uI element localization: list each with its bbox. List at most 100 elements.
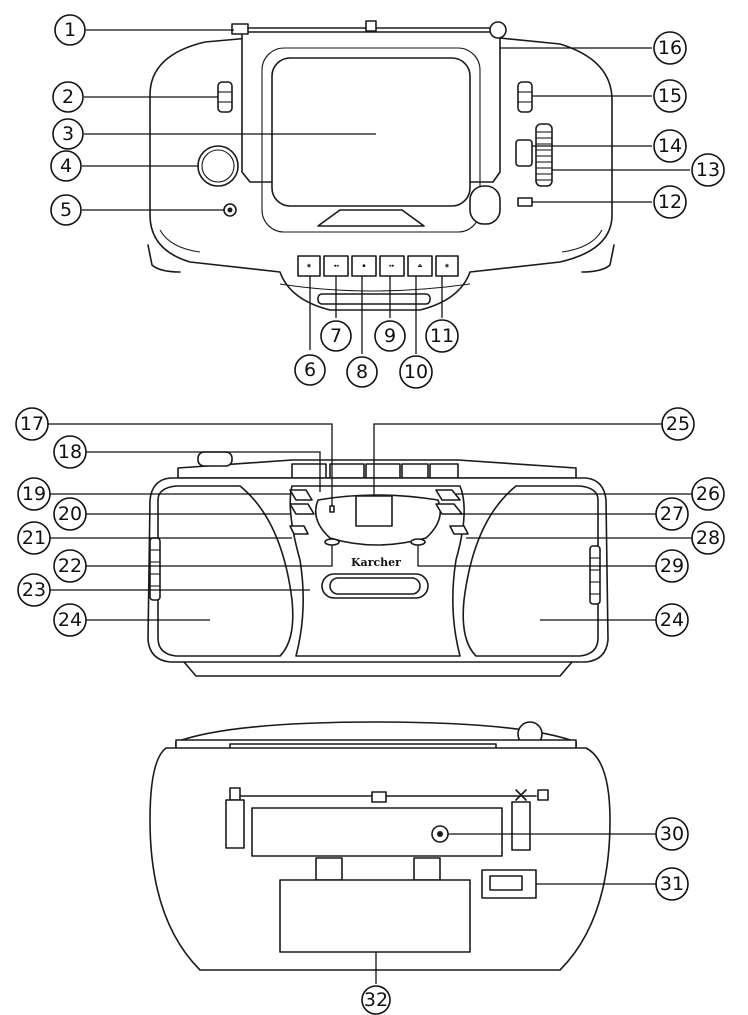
callout-9: 9 bbox=[374, 320, 406, 352]
button-19 bbox=[289, 489, 313, 501]
button-20 bbox=[289, 503, 315, 515]
callout-18: 18 bbox=[53, 435, 87, 469]
svg-text:8: 8 bbox=[356, 361, 368, 383]
svg-text:9: 9 bbox=[384, 325, 396, 347]
antenna-knob-right bbox=[489, 21, 507, 39]
callout-7: 7 bbox=[320, 320, 352, 352]
svg-text:15: 15 bbox=[658, 85, 682, 107]
antenna-knob-left bbox=[231, 23, 249, 35]
handle-knob bbox=[197, 451, 233, 467]
cassette-button-stop bbox=[351, 255, 377, 277]
callout-17: 17 bbox=[15, 407, 49, 441]
callout-29: 29 bbox=[655, 549, 689, 583]
back-view bbox=[149, 721, 611, 971]
side-vent-right bbox=[589, 545, 601, 605]
callout-25: 25 bbox=[661, 407, 695, 441]
battery-compartment bbox=[279, 879, 471, 953]
button-glyph: ▪ bbox=[362, 263, 365, 269]
svg-text:31: 31 bbox=[660, 873, 684, 895]
side-vent-left bbox=[149, 537, 161, 601]
svg-text:22: 22 bbox=[58, 555, 82, 577]
switch-right bbox=[517, 81, 533, 113]
svg-text:2: 2 bbox=[62, 86, 74, 108]
tuning-wheel bbox=[535, 123, 553, 187]
svg-text:11: 11 bbox=[430, 325, 454, 347]
svg-text:3: 3 bbox=[62, 123, 74, 145]
svg-text:6: 6 bbox=[304, 359, 316, 381]
upper-panel bbox=[251, 807, 503, 857]
svg-text:4: 4 bbox=[60, 155, 72, 177]
brand-label: Karcher bbox=[351, 556, 401, 569]
svg-text:21: 21 bbox=[22, 527, 46, 549]
svg-text:30: 30 bbox=[660, 823, 684, 845]
button-glyph: ◉ bbox=[307, 263, 311, 269]
svg-text:27: 27 bbox=[660, 503, 684, 525]
indicator-17 bbox=[329, 505, 335, 513]
svg-text:26: 26 bbox=[696, 483, 720, 505]
callout-19: 19 bbox=[17, 477, 51, 511]
switch-left bbox=[217, 81, 233, 113]
callout-27: 27 bbox=[655, 497, 689, 531]
svg-text:12: 12 bbox=[658, 191, 682, 213]
front-top-buttons bbox=[291, 463, 459, 479]
svg-text:7: 7 bbox=[330, 325, 342, 347]
cassette-button-eject bbox=[407, 255, 433, 277]
speaker-left bbox=[157, 485, 294, 657]
callout-10: 10 bbox=[399, 355, 433, 389]
callout-6: 6 bbox=[294, 354, 326, 386]
svg-text:20: 20 bbox=[58, 503, 82, 525]
callout-32: 32 bbox=[361, 985, 391, 1015]
svg-text:14: 14 bbox=[658, 135, 682, 157]
callout-12: 12 bbox=[653, 185, 687, 219]
svg-text:28: 28 bbox=[696, 527, 720, 549]
callout-14: 14 bbox=[653, 129, 687, 163]
callout-8: 8 bbox=[346, 356, 378, 388]
callout-30: 30 bbox=[655, 817, 689, 851]
callout-1: 1 bbox=[54, 14, 86, 46]
button-glyph: ◉ bbox=[445, 263, 449, 269]
leader-lines bbox=[48, 29, 692, 984]
handle-slot bbox=[317, 293, 431, 305]
callout-26: 26 bbox=[691, 477, 725, 511]
button-21 bbox=[289, 525, 309, 535]
svg-text:17: 17 bbox=[20, 413, 44, 435]
cassette-button-record bbox=[297, 255, 321, 277]
svg-text:19: 19 bbox=[22, 483, 46, 505]
svg-text:25: 25 bbox=[666, 413, 690, 435]
sensor-29 bbox=[410, 538, 426, 546]
cassette-door-inner bbox=[329, 577, 421, 595]
tuning-wheel-ridges bbox=[536, 131, 552, 181]
top-view: ◉ ◂◂ ▪ ▸▸ ⏏ ◉ bbox=[147, 20, 615, 311]
callout-28: 28 bbox=[691, 521, 725, 555]
sensor-22 bbox=[324, 538, 340, 546]
callout-11: 11 bbox=[425, 319, 459, 353]
cd-window bbox=[271, 57, 471, 207]
speaker-right bbox=[462, 485, 599, 657]
callout-15: 15 bbox=[653, 79, 687, 113]
indicator-led bbox=[517, 197, 533, 207]
callout-23: 23 bbox=[17, 573, 51, 607]
callout-20: 20 bbox=[53, 497, 87, 531]
callout-13: 13 bbox=[691, 153, 725, 187]
clip-left bbox=[225, 799, 245, 849]
button-28 bbox=[449, 525, 469, 535]
button-glyph: ◂◂ bbox=[333, 263, 339, 269]
svg-text:16: 16 bbox=[658, 37, 682, 59]
callout-4: 4 bbox=[50, 150, 82, 182]
button-glyph: ⏏ bbox=[418, 263, 423, 269]
lcd-display bbox=[355, 495, 393, 527]
svg-text:18: 18 bbox=[58, 441, 82, 463]
svg-text:24: 24 bbox=[58, 609, 82, 631]
cassette-buttons: ◉ ◂◂ ▪ ▸▸ ⏏ ◉ bbox=[297, 255, 459, 277]
svg-text:32: 32 bbox=[364, 989, 388, 1011]
button-26 bbox=[435, 489, 461, 501]
svg-text:5: 5 bbox=[60, 199, 72, 221]
callout-16: 16 bbox=[653, 31, 687, 65]
back-body-outline bbox=[149, 747, 611, 971]
svg-text:1: 1 bbox=[64, 19, 76, 41]
svg-text:24: 24 bbox=[660, 609, 684, 631]
front-view: Karcher bbox=[147, 451, 609, 677]
button-glyph: ▸▸ bbox=[389, 263, 395, 269]
svg-text:13: 13 bbox=[696, 159, 720, 181]
